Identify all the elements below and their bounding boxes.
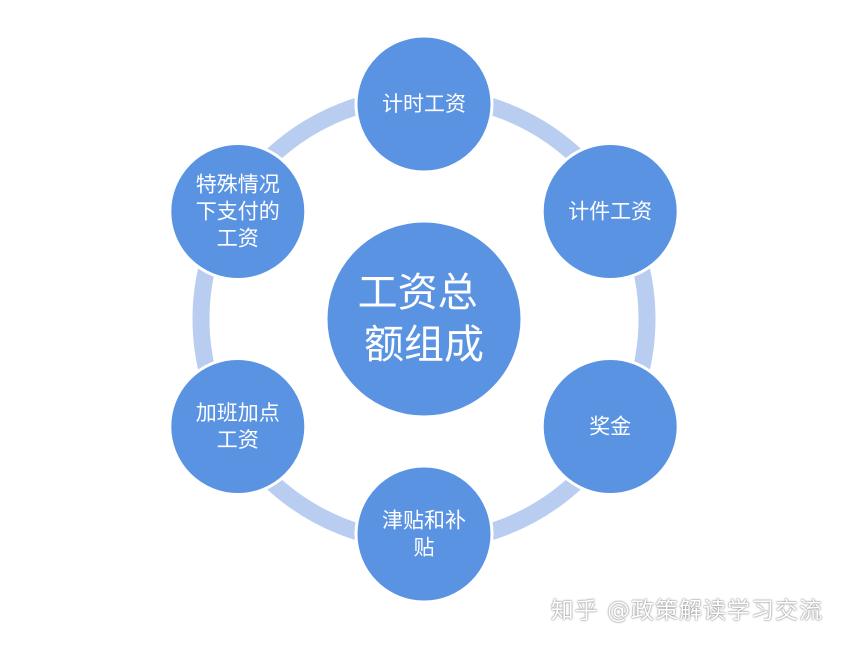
outer-node-label-line: 工资: [217, 428, 259, 452]
outer-node-label-line: 计件工资: [568, 200, 652, 224]
outer-node-circle: [540, 142, 680, 281]
outer-node-circle: [354, 34, 494, 174]
outer-node-label-line: 加班加点: [196, 401, 280, 425]
outer-node-label: 奖金: [589, 415, 631, 439]
center-node-line-2: 额组成: [364, 322, 484, 368]
outer-node-label: 特殊情况下支付的工资: [196, 173, 280, 251]
outer-node-label-line: 下支付的: [196, 200, 280, 224]
outer-node-circle: [168, 357, 308, 496]
outer-node-label: 计件工资: [568, 200, 652, 224]
outer-node-label-line: 津贴和补: [382, 509, 466, 533]
outer-node-circle: [540, 357, 680, 496]
center-node-line-1: 工资总: [358, 270, 478, 316]
outer-node-label: 计时工资: [382, 92, 466, 116]
outer-node-2: 计件工资: [540, 142, 680, 281]
outer-node-label-line: 特殊情况: [196, 173, 280, 197]
center-node-circle: [324, 219, 524, 419]
outer-node-circle: [168, 142, 308, 281]
outer-node-label-line: 贴: [414, 536, 435, 560]
outer-node-label: 津贴和补贴: [382, 509, 466, 560]
outer-node-6: 特殊情况下支付的工资: [168, 142, 308, 281]
outer-node-3: 奖金: [540, 357, 680, 496]
outer-node-label-line: 奖金: [589, 415, 631, 439]
outer-node-label: 加班加点工资: [196, 401, 280, 452]
outer-node-circle: [354, 464, 494, 604]
outer-node-4: 津贴和补贴: [354, 464, 494, 604]
center-node-label: 工资总 额组成: [358, 270, 491, 368]
outer-node-1: 计时工资: [354, 34, 494, 174]
outer-node-label-line: 计时工资: [382, 92, 466, 116]
center-node: 工资总 额组成: [324, 219, 524, 419]
outer-node-label-line: 工资: [217, 227, 259, 251]
watermark: 知乎 @政策解读学习交流: [550, 598, 823, 624]
outer-node-5: 加班加点工资: [168, 357, 308, 496]
